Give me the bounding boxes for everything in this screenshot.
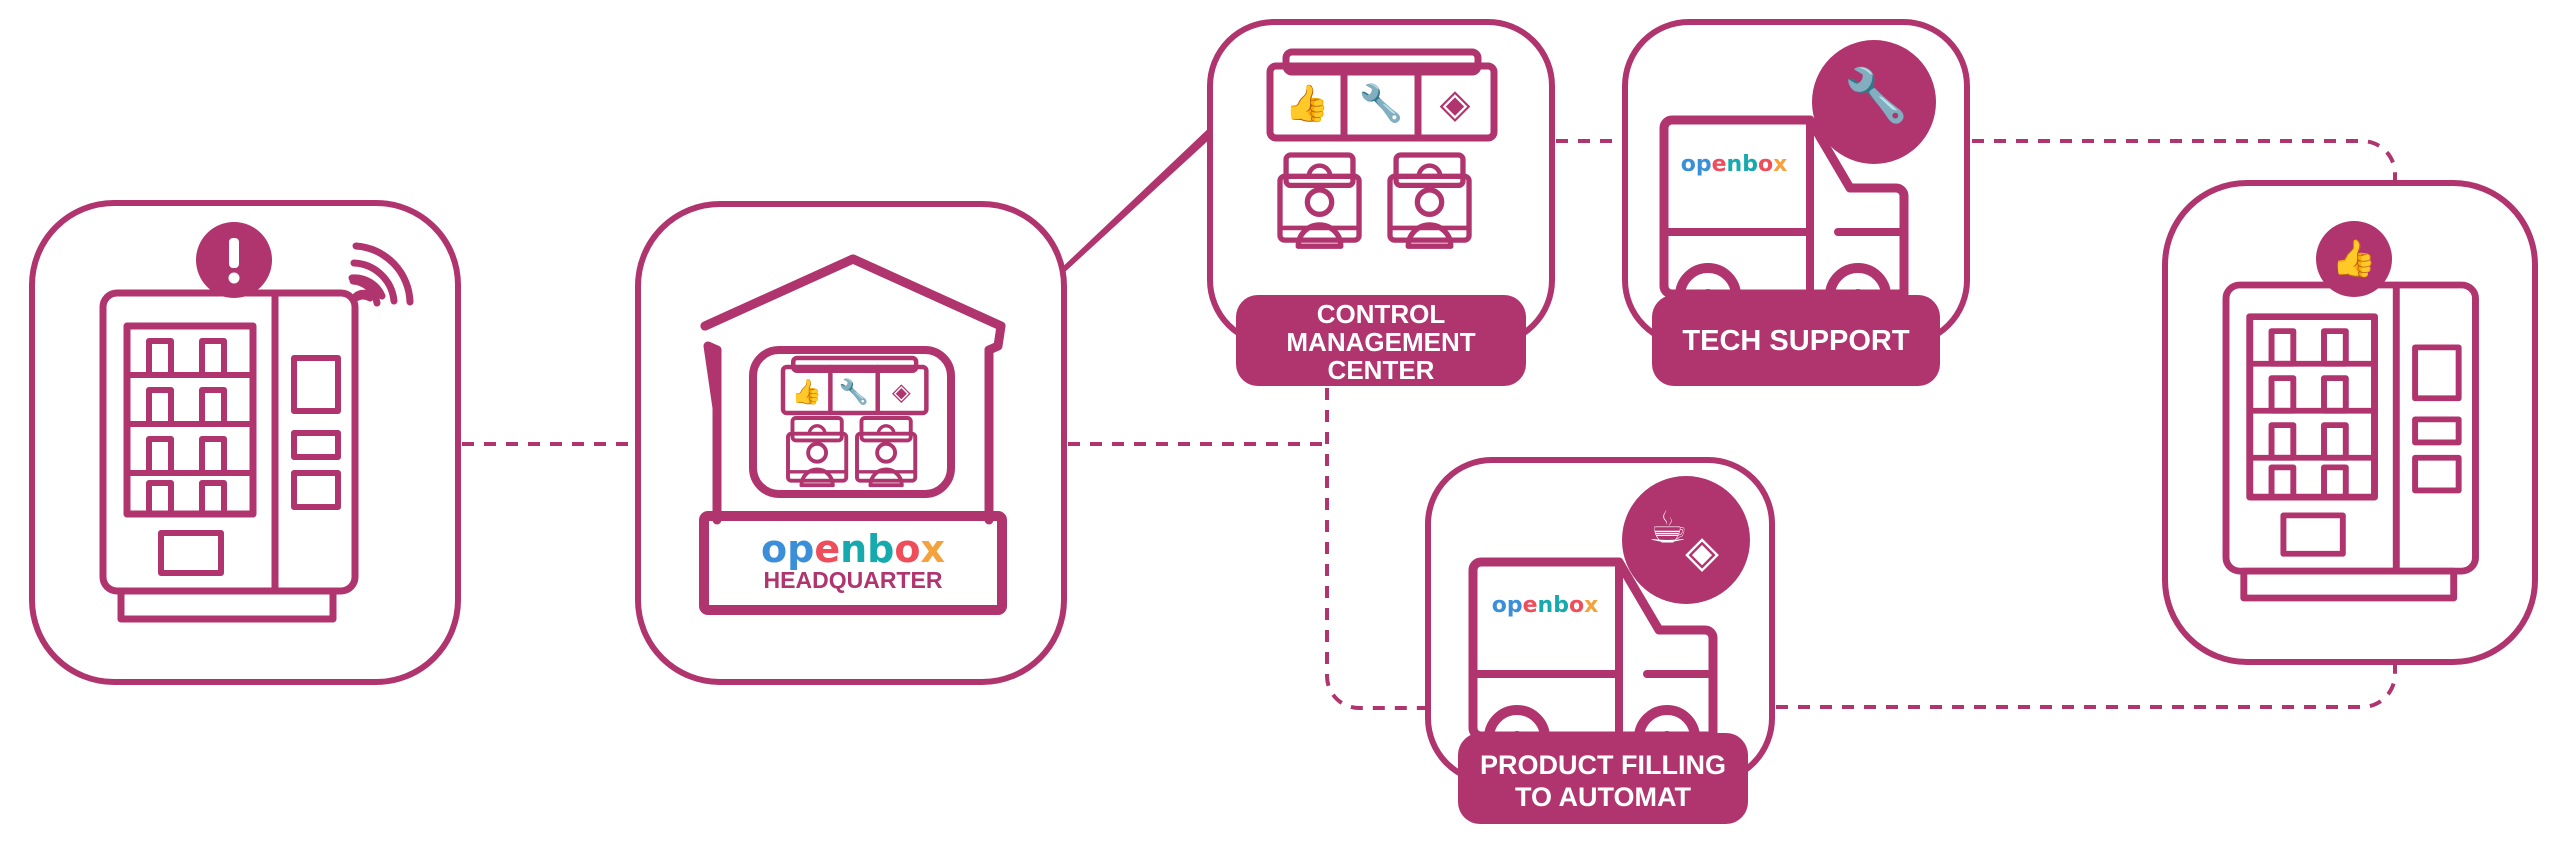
connector-filling-to-automat-ok xyxy=(1776,664,2397,709)
badge-line-3: CENTER xyxy=(1328,355,1435,385)
exclamation-icon xyxy=(196,222,272,298)
coffee-cup-icon: ☕ xyxy=(1648,503,1687,554)
openbox-logo: openbox xyxy=(761,527,945,571)
wrench-icon: 🔧 xyxy=(839,377,869,406)
thumbs-up-icon: 👍 xyxy=(792,377,822,406)
connector-tech-to-automat-ok xyxy=(1972,139,2397,182)
control-panel-board: 👍 🔧 ◈ xyxy=(1270,52,1494,138)
snack-pack-icon: ◈ xyxy=(1440,81,1471,127)
hq-panel-board: 👍 🔧 ◈ xyxy=(783,358,926,413)
thumbs-up-icon: 👍 xyxy=(2332,238,2377,280)
wrench-icon: 🔧 xyxy=(1359,82,1404,125)
node-tech-support[interactable]: openbox 🔧 TECH SUPPORT xyxy=(1622,19,1970,386)
snack-pack-icon: ◈ xyxy=(1685,527,1719,578)
badge-line-2: MANAGEMENT xyxy=(1286,327,1475,357)
node-automat-ok[interactable]: 👍 xyxy=(2162,180,2538,665)
thumbs-up-icon: 👍 xyxy=(1285,83,1330,125)
node-frame xyxy=(635,201,1067,685)
thumbs-up-badge: 👍 xyxy=(2316,221,2392,297)
connector-control-to-filling xyxy=(1325,388,1426,710)
node-automat-alert[interactable] xyxy=(29,200,461,685)
control-center-badge: CONTROL MANAGEMENT CENTER xyxy=(1236,295,1526,386)
openbox-logo-text: openbox xyxy=(761,527,945,571)
node-headquarter[interactable]: 👍 🔧 ◈ openbox HEADQUARTER xyxy=(635,201,1067,685)
van-openbox-logo: openbox xyxy=(1492,593,1599,618)
snack-pack-icon: ◈ xyxy=(892,377,911,406)
van-openbox-logo: openbox xyxy=(1681,152,1788,177)
tech-support-badge: TECH SUPPORT xyxy=(1652,295,1940,386)
product-filling-badge: PRODUCT FILLING TO AUTOMAT xyxy=(1458,733,1748,824)
products-bubble: ☕ ◈ xyxy=(1622,476,1750,604)
building-icon xyxy=(699,254,1007,615)
node-frame xyxy=(2162,180,2538,665)
node-product-filling[interactable]: openbox ☕ ◈ PRODUCT FILLING TO AUTOMAT xyxy=(1425,457,1775,824)
wrench-icon: 🔧 xyxy=(1844,64,1909,126)
tech-support-label: TECH SUPPORT xyxy=(1682,325,1909,357)
badge-line-2: TO AUTOMAT xyxy=(1515,782,1691,812)
headquarter-label: HEADQUARTER xyxy=(764,567,943,593)
wifi-signal-icon xyxy=(348,242,414,307)
badge-line-1: PRODUCT FILLING xyxy=(1480,750,1726,780)
badge-line-1: CONTROL xyxy=(1317,299,1446,329)
wrench-bubble: 🔧 xyxy=(1812,40,1936,164)
node-control-center[interactable]: 👍 🔧 ◈ CONTROL MANAGEMENT CENTER xyxy=(1207,19,1555,386)
